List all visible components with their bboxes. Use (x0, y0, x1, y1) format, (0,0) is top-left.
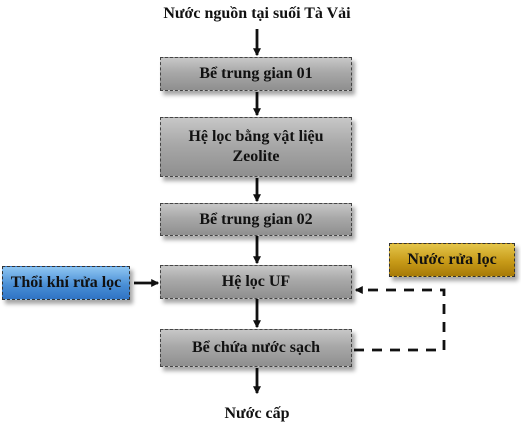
buffer-tank-02-label: Bể trung gian 02 (199, 210, 313, 228)
uf-filter-label: Hệ lọc UF (221, 273, 291, 290)
uf-filter-box: Hệ lọc UF (160, 265, 352, 299)
clean-water-tank-label: Bể chứa nước sạch (191, 339, 321, 356)
output-water-label: Nước cấp (224, 405, 290, 422)
clean-water-tank-box: Bể chứa nước sạch (160, 329, 352, 367)
buffer-tank-02-box: Bể trung gian 02 (160, 203, 352, 236)
zeolite-filter-label: Hệ lọc bằng vật liệu Zeolite (188, 128, 324, 165)
dashed-backwash-return-line (354, 286, 446, 352)
zeolite-filter-box: Hệ lọc bằng vật liệu Zeolite (160, 117, 352, 177)
backwash-water-label: Nước rửa lọc (407, 251, 497, 268)
air-wash-box: Thổi khí rửa lọc (2, 266, 130, 300)
source-water-label: Nước nguồn tại suối Tà Vải (163, 5, 351, 22)
buffer-tank-01-label: Bể trung gian 01 (199, 65, 313, 82)
buffer-tank-01-box: Bể trung gian 01 (160, 57, 352, 91)
air-wash-label: Thổi khí rửa lọc (10, 274, 122, 291)
backwash-water-box: Nước rửa lọc (389, 243, 515, 277)
